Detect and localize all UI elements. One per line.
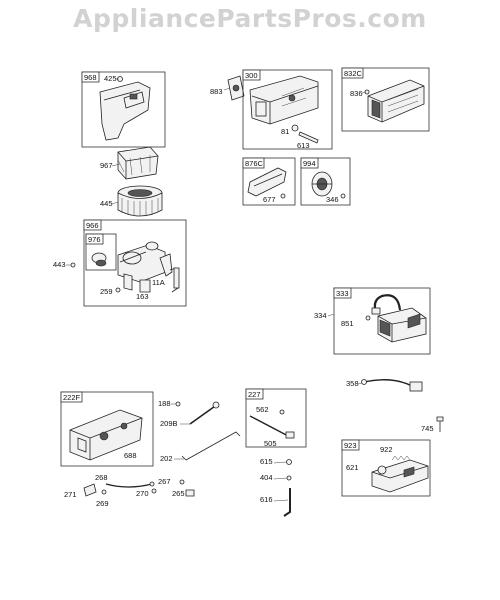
part-label-81: 81 xyxy=(281,127,289,136)
part-label-836: 836 xyxy=(350,89,363,98)
part-label-677: 677 xyxy=(263,195,276,204)
part-label-209b: 209B xyxy=(160,419,178,428)
box-label-222f: 222F xyxy=(63,393,81,402)
group-300: 300 81 613 xyxy=(242,69,333,150)
screw-745-icon xyxy=(436,416,444,432)
box-label-923: 923 xyxy=(344,441,357,450)
part-label-562: 562 xyxy=(256,405,269,414)
site-watermark: AppliancePartsPros.com xyxy=(73,4,427,33)
box-label-876c: 876C xyxy=(245,159,264,168)
part-label-851: 851 xyxy=(341,319,354,328)
box-label-333: 333 xyxy=(336,289,349,298)
control-bracket-icon xyxy=(371,459,429,493)
control-plate-icon xyxy=(69,409,143,461)
part-label-621: 621 xyxy=(346,463,359,472)
cable-clamp-icon xyxy=(83,483,97,497)
part-label-615: 615 xyxy=(260,457,273,466)
part-label-616: 616 xyxy=(260,495,273,504)
part-label-269: 269 xyxy=(96,499,109,508)
governor-lever-icon xyxy=(189,401,220,425)
screw-188-icon xyxy=(175,401,181,407)
muffler-icon xyxy=(249,75,319,125)
muffler-gasket-icon xyxy=(227,75,245,101)
part-label-265: 265 xyxy=(172,489,185,498)
screw-677-icon xyxy=(280,193,286,199)
group-222f: 222F 688 xyxy=(60,391,154,467)
part-label-270: 270 xyxy=(136,489,149,498)
group-832c: 832C 836 xyxy=(341,67,430,132)
group-994: 994 346 xyxy=(300,157,351,206)
part-label-334: 334 xyxy=(314,311,327,320)
part-label-688: 688 xyxy=(124,451,137,460)
part-label-425: 425 xyxy=(104,74,117,83)
choke-shaft-icon xyxy=(91,252,107,267)
group-923: 923 922 621 xyxy=(341,439,431,497)
air-filter-cover-icon xyxy=(99,81,151,141)
part-label-445: 445 xyxy=(100,199,113,208)
box-label-968: 968 xyxy=(84,73,97,82)
part-label-259: 259 xyxy=(100,287,113,296)
part-label-188: 188 xyxy=(158,399,171,408)
group-876c: 876C 677 xyxy=(242,157,296,206)
screw-346-icon xyxy=(340,193,346,199)
control-shaft-icon xyxy=(283,488,291,517)
throttle-link-icon xyxy=(249,415,295,439)
nut-615-icon xyxy=(286,459,292,465)
box-label-994: 994 xyxy=(303,159,316,168)
washer-404-icon xyxy=(286,475,292,481)
part-label-967: 967 xyxy=(100,161,113,170)
part-label-613: 613 xyxy=(297,141,310,150)
part-label-404: 404 xyxy=(260,473,273,482)
screw-443-icon xyxy=(70,262,76,268)
box-label-832c: 832C xyxy=(344,69,363,78)
leader-lines xyxy=(66,78,367,502)
part-label-267: 267 xyxy=(158,477,171,486)
screw-267-icon xyxy=(179,479,185,485)
box-label-300: 300 xyxy=(245,71,258,80)
screw-269-icon xyxy=(101,489,107,495)
group-966: 966 976 259 163 11A xyxy=(83,219,187,307)
muffler-guard-icon xyxy=(367,79,425,123)
ignition-armature-icon xyxy=(371,294,427,343)
clip-265-icon xyxy=(185,489,195,497)
part-label-745: 745 xyxy=(421,424,434,433)
part-label-346: 346 xyxy=(326,195,339,204)
spark-arrester-icon xyxy=(311,171,333,197)
part-label-271: 271 xyxy=(64,490,77,499)
part-label-883: 883 xyxy=(210,87,223,96)
part-label-163: 163 xyxy=(136,292,149,301)
spark-plug-cable-icon xyxy=(361,379,423,392)
throttle-cable-icon xyxy=(105,481,155,488)
part-label-505: 505 xyxy=(264,439,277,448)
box-label-976: 976 xyxy=(88,235,101,244)
fuel-line-icon xyxy=(169,267,180,293)
muffler-screw-icon xyxy=(291,124,319,144)
carburetor-icon xyxy=(117,241,173,293)
part-label-358: 358 xyxy=(346,379,359,388)
screw-562-icon xyxy=(279,409,285,415)
part-label-268: 268 xyxy=(95,473,108,482)
air-filter-element-icon xyxy=(117,146,159,180)
box-label-227: 227 xyxy=(248,390,261,399)
part-label-202: 202 xyxy=(160,454,173,463)
governor-spring-icon xyxy=(391,455,411,461)
group-227: 227 562 505 xyxy=(245,388,307,448)
screw-259-icon xyxy=(115,287,121,293)
group-333: 333 851 xyxy=(333,287,431,355)
part-label-922: 922 xyxy=(380,445,393,454)
group-968: 968 425 xyxy=(81,71,166,148)
part-label-11a: 11A xyxy=(152,278,165,287)
screw-851-icon xyxy=(365,315,371,321)
box-label-966: 966 xyxy=(86,221,99,230)
pleated-filter-icon xyxy=(117,185,163,217)
link-rod-icon xyxy=(181,431,241,461)
deflector-icon xyxy=(247,167,287,197)
part-label-443: 443 xyxy=(53,260,66,269)
screw-270-icon xyxy=(151,488,157,494)
